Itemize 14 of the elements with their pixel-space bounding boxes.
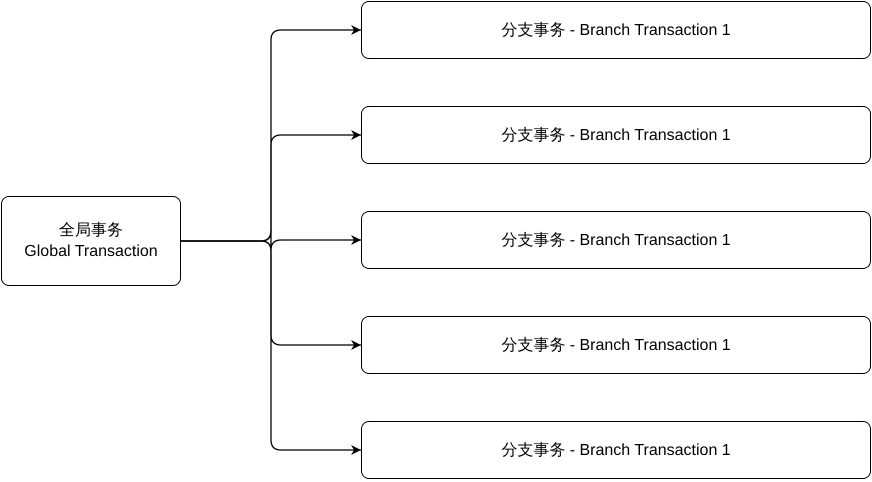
process-box bbox=[361, 316, 871, 374]
node-label: 全局事务 bbox=[59, 220, 123, 241]
node-label: 分支事务 - Branch Transaction 1 bbox=[501, 440, 731, 460]
node-label: 分支事务 - Branch Transaction 1 bbox=[501, 126, 731, 146]
process-box bbox=[361, 1, 871, 59]
node-label: 分支事务 - Branch Transaction 1 bbox=[501, 336, 731, 356]
node-label: 分支事务 - Branch Transaction 1 bbox=[501, 20, 731, 40]
process-box bbox=[1, 196, 181, 286]
node-label: Global Transaction bbox=[24, 242, 158, 262]
process-box bbox=[361, 211, 871, 269]
process-box bbox=[361, 421, 871, 479]
process-box bbox=[361, 106, 871, 164]
node-label: 分支事务 - Branch Transaction 1 bbox=[501, 230, 731, 250]
arrow bbox=[181, 240, 361, 455]
